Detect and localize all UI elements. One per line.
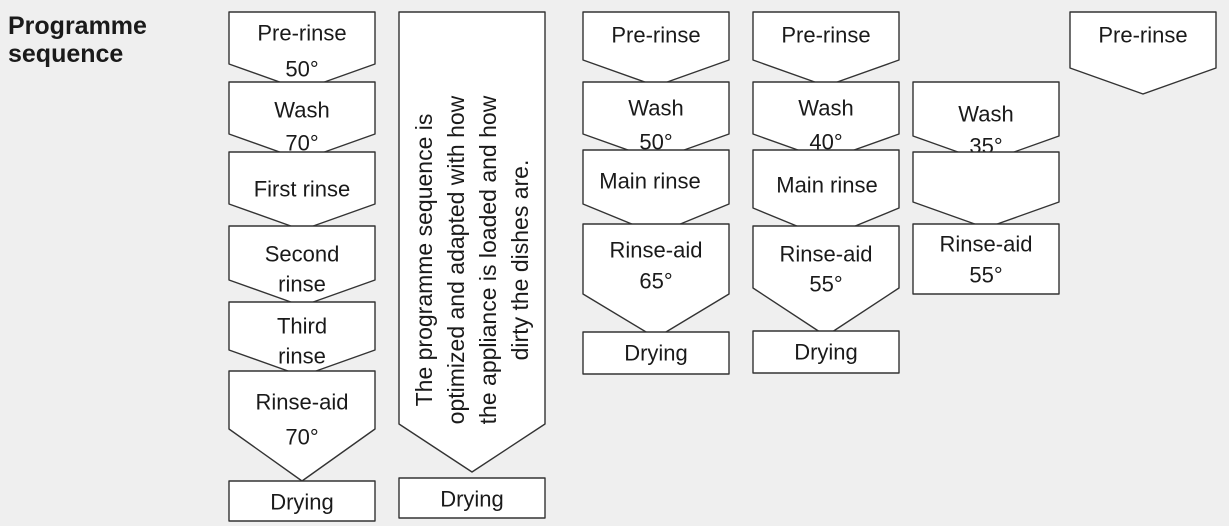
vertical-note-line: optimized and adapted with how [443, 95, 469, 424]
step-box [912, 223, 1060, 295]
step-label: 50° [285, 57, 318, 82]
step-main-rinse: Main rinse [582, 149, 730, 235]
chevron-arrow [752, 225, 900, 337]
step-label: 65° [639, 269, 672, 294]
step-third: Third rinse [228, 301, 376, 377]
chevron-arrow [228, 225, 376, 307]
step-drying: Drying [752, 330, 900, 374]
chevron-arrow [228, 81, 376, 161]
step-second: Second rinse [228, 225, 376, 307]
chevron-arrow [1069, 11, 1217, 95]
step-box [398, 477, 546, 519]
step-rinse-aid: Rinse-aid 55° [912, 223, 1060, 295]
step-label: Pre-rinse [1098, 23, 1187, 48]
sequence-col6: Pre-rinse [1069, 11, 1217, 95]
step-label: First rinse [254, 177, 351, 202]
chevron-arrow [228, 151, 376, 231]
step-label: 55° [969, 263, 1002, 288]
chevron-arrow [582, 81, 730, 161]
step-label: Pre-rinse [257, 21, 346, 46]
step-rinse-aid: Rinse-aid 65° [582, 223, 730, 339]
step-box [582, 331, 730, 375]
step-label: Main rinse [776, 173, 877, 198]
step-label: Drying [624, 341, 688, 366]
chevron-arrow [228, 301, 376, 377]
chevron-arrow [582, 11, 730, 87]
chevron-arrow [228, 370, 376, 482]
chevron-arrow [752, 11, 900, 87]
chevron-arrow [228, 11, 376, 91]
title-line-2: sequence [8, 40, 124, 68]
step-pre-rinse: Pre-rinse [582, 11, 730, 87]
step-box [752, 330, 900, 374]
chevron-arrow [752, 149, 900, 239]
step-drying: Drying [582, 331, 730, 375]
step-pre-rinse: Pre-rinse [752, 11, 900, 87]
step-label: Second [265, 242, 340, 267]
step-label: Pre-rinse [611, 23, 700, 48]
vertical-note-line: the appliance is loaded and how [475, 95, 501, 424]
step-drying: Drying [398, 477, 546, 519]
step-rinse-aid: Rinse-aid 55° [752, 225, 900, 337]
vertical-note-line: dirty the dishes are. [507, 160, 533, 361]
step-drying: Drying [228, 480, 376, 522]
step-label: Pre-rinse [781, 23, 870, 48]
step-label: Rinse-aid [780, 242, 873, 267]
step-box [228, 480, 376, 522]
chevron-arrow [582, 223, 730, 339]
step-label: Rinse-aid [256, 390, 349, 415]
page-title: Programme sequence [8, 12, 147, 68]
tall-chevron-arrow [398, 11, 546, 473]
step-label: Drying [794, 340, 858, 365]
title-line-1: Programme [8, 12, 147, 40]
step-label: Third [277, 314, 327, 339]
step-pre-rinse: Pre-rinse [1069, 11, 1217, 95]
chevron-arrow [582, 149, 730, 235]
chevron-arrow [912, 151, 1060, 229]
step-label: 55° [809, 272, 842, 297]
step-label: Main rinse [599, 169, 700, 194]
step-main-rinse: Main rinse [752, 149, 900, 239]
step-label: rinse [278, 344, 326, 369]
chevron-arrow [912, 81, 1060, 163]
step-label: Wash [274, 98, 329, 123]
step-label: 70° [285, 425, 318, 450]
step-label: Wash [798, 96, 853, 121]
step-empty [912, 151, 1060, 229]
step-first-rinse: First rinse [228, 151, 376, 231]
step-label: Drying [270, 490, 334, 515]
vertical-note-line: The programme sequence is [411, 114, 437, 407]
step-label: Rinse-aid [610, 238, 703, 263]
step-rinse-aid: Rinse-aid 70° [228, 370, 376, 482]
step-pre-rinse: Pre-rinse 50° [228, 11, 376, 91]
chevron-arrow [752, 81, 900, 161]
step-label: Drying [440, 487, 504, 512]
step-label: Wash [628, 96, 683, 121]
step-label: rinse [278, 272, 326, 297]
step-label: Rinse-aid [940, 232, 1033, 257]
step-label: Wash [958, 102, 1013, 127]
